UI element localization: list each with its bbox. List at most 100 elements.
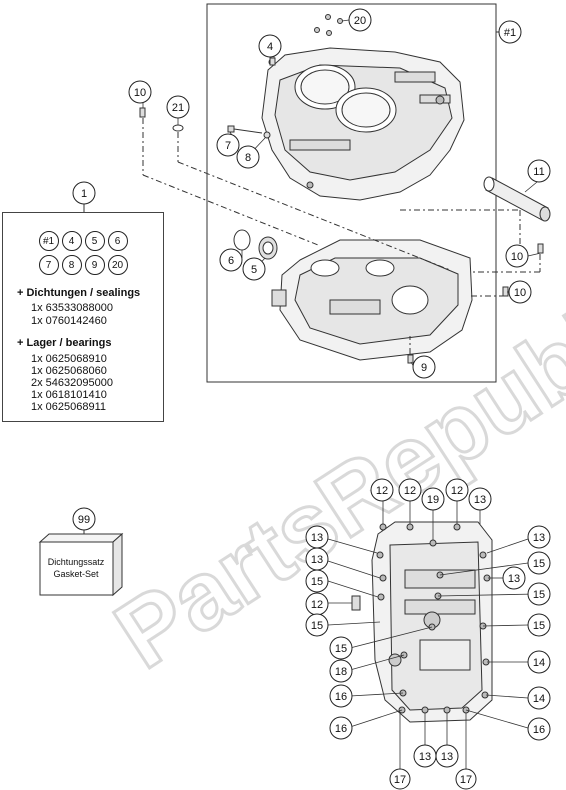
plug-9-part [407, 354, 414, 364]
upper-crankcase-half[interactable] [261, 47, 465, 201]
callout-13-e-right[interactable]: 13 [502, 566, 526, 590]
svg-text:10: 10 [514, 287, 526, 299]
callout-11[interactable]: 11 [527, 159, 551, 183]
svg-text:10: 10 [134, 87, 146, 99]
callout-16-a[interactable]: 16 [329, 684, 353, 708]
bearing-part[interactable] [258, 236, 278, 260]
callout-16-b[interactable]: 16 [329, 716, 353, 740]
callout-9[interactable]: 9 [412, 355, 436, 379]
svg-text:15: 15 [533, 589, 545, 601]
svg-text:13: 13 [419, 751, 431, 763]
bolt-7-part [227, 125, 263, 134]
fastener-group-20 [314, 14, 343, 36]
kit-part-line: 1x 0625068911 [31, 401, 107, 413]
pin-4-part [269, 57, 276, 66]
svg-text:18: 18 [335, 666, 347, 678]
callout-13-f[interactable]: 13 [413, 744, 437, 768]
seal-ring-part[interactable] [233, 229, 251, 251]
svg-text:14: 14 [533, 693, 545, 705]
callout-12-a[interactable]: 12 [370, 478, 394, 502]
svg-text:12: 12 [376, 485, 388, 497]
callout-15-f[interactable]: 15 [329, 636, 353, 660]
lower-crankcase-half[interactable] [271, 239, 473, 361]
svg-text:99: 99 [78, 514, 90, 526]
callout-15-e[interactable]: 15 [527, 613, 551, 637]
callout-15-b[interactable]: 15 [305, 569, 329, 593]
svg-text:19: 19 [427, 494, 439, 506]
callout-15-c[interactable]: 15 [527, 582, 551, 606]
callout-gasket-set[interactable]: 99 [72, 507, 96, 531]
callout-6[interactable]: 6 [219, 248, 243, 272]
kit-part-line: 2x 54632095000 [31, 377, 113, 389]
svg-text:15: 15 [335, 643, 347, 655]
callout-kit[interactable]: 1 [72, 181, 96, 205]
crankcase-underside[interactable] [371, 521, 493, 723]
callout-12-c[interactable]: 12 [445, 478, 469, 502]
svg-text:13: 13 [533, 532, 545, 544]
gasket-label-de: Dichtungssatz [48, 557, 105, 567]
callout-21[interactable]: 21 [166, 95, 190, 119]
kit-pill: 8 [61, 255, 82, 275]
svg-text:13: 13 [474, 494, 486, 506]
callout-14-b[interactable]: 14 [527, 686, 551, 710]
svg-text:4: 4 [267, 41, 273, 53]
callout-12-b[interactable]: 12 [398, 478, 422, 502]
svg-text:12: 12 [311, 599, 323, 611]
kit-pill: 4 [61, 231, 82, 251]
dowel-10c-part [502, 286, 509, 297]
svg-text:11: 11 [533, 166, 544, 178]
dowel-10b-part [537, 243, 544, 254]
callout-5[interactable]: 5 [242, 257, 266, 281]
callout-13-d[interactable]: 13 [305, 547, 329, 571]
kit-group-title: + Lager / bearings [17, 337, 112, 349]
svg-text:16: 16 [533, 724, 545, 736]
callout-15-d[interactable]: 15 [305, 613, 329, 637]
callout-10-left[interactable]: 10 [128, 80, 152, 104]
kit-pill: 6 [107, 231, 128, 251]
svg-text:13: 13 [508, 573, 520, 585]
svg-text:21: 21 [172, 102, 184, 114]
callout-10-right-bottom[interactable]: 10 [508, 280, 532, 304]
callout-13-b[interactable]: 13 [305, 525, 329, 549]
oring-21-part [172, 124, 184, 132]
kit-part-line: 1x 0618101410 [31, 389, 107, 401]
callout-17-b[interactable]: 17 [455, 768, 477, 790]
kit-part-line: 1x 63533088000 [31, 302, 113, 314]
callout-7[interactable]: 7 [216, 133, 240, 157]
svg-text:#1: #1 [504, 27, 516, 39]
gasket-set-box[interactable] [38, 532, 124, 597]
svg-text:8: 8 [245, 152, 251, 164]
svg-text:13: 13 [311, 554, 323, 566]
callout-17-a[interactable]: 17 [389, 768, 411, 790]
svg-text:17: 17 [394, 774, 406, 786]
callout-frame-ref[interactable]: #1 [498, 20, 522, 44]
gasket-label-en: Gasket-Set [53, 569, 99, 579]
callout-10-right-top[interactable]: 10 [505, 244, 529, 268]
svg-text:7: 7 [225, 140, 231, 152]
svg-text:15: 15 [533, 558, 545, 570]
assembly-guide-lines [142, 118, 541, 354]
kit-part-line: 1x 0625068910 [31, 353, 107, 365]
callout-16-c[interactable]: 16 [527, 717, 551, 741]
callout-14-a[interactable]: 14 [527, 650, 551, 674]
svg-text:13: 13 [311, 532, 323, 544]
callout-15-a[interactable]: 15 [527, 551, 551, 575]
kit-pill: 20 [107, 255, 128, 275]
kit-contents-box: #1 4 5 6 7 8 9 20 + Dichtungen / sealing… [2, 212, 164, 422]
svg-text:16: 16 [335, 691, 347, 703]
callout-18[interactable]: 18 [329, 659, 353, 683]
sleeve-part[interactable] [483, 176, 551, 222]
callout-13-c[interactable]: 13 [527, 525, 551, 549]
callout-20[interactable]: 20 [348, 8, 372, 32]
callout-13-a[interactable]: 13 [468, 487, 492, 511]
callout-19[interactable]: 19 [421, 487, 445, 511]
svg-text:9: 9 [421, 362, 427, 374]
callout-4[interactable]: 4 [258, 34, 282, 58]
callout-8[interactable]: 8 [236, 145, 260, 169]
kit-pill-row-2: 7 8 9 20 [3, 255, 163, 275]
svg-text:5: 5 [251, 264, 257, 276]
svg-text:16: 16 [335, 723, 347, 735]
callout-13-g[interactable]: 13 [435, 744, 459, 768]
callout-12-d[interactable]: 12 [305, 592, 329, 616]
